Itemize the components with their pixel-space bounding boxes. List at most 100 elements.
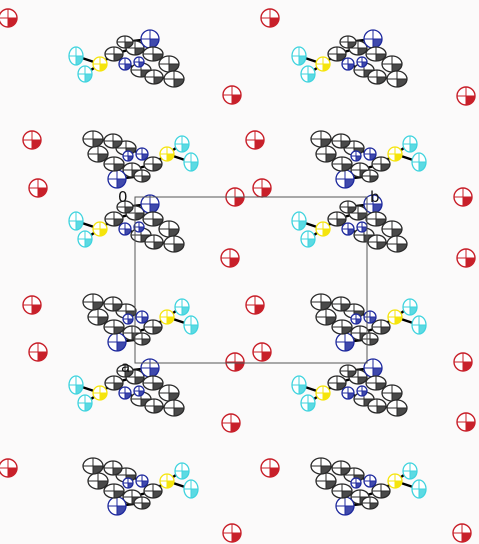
carbon-atom (331, 483, 353, 499)
fluorine-atom (300, 394, 316, 412)
nitrogen-atom (356, 221, 368, 233)
carbon-atom (331, 133, 351, 149)
carbon-atom (367, 234, 387, 250)
nitrogen-atom (363, 29, 383, 49)
fluorine-atom (402, 462, 418, 480)
oxygen-atom (252, 178, 272, 198)
nitrogen-atom (122, 477, 134, 489)
carbon-atom (87, 472, 109, 490)
sulfur-atom (159, 473, 175, 489)
carbon-atom (144, 234, 164, 250)
oxygen-atom (245, 130, 265, 150)
nitrogen-atom (341, 222, 355, 236)
oxygen-atom (456, 86, 476, 106)
fluorine-atom (77, 65, 93, 83)
fluorine-atom (183, 152, 199, 172)
carbon-atom (143, 483, 163, 499)
molecule-2 (68, 194, 185, 253)
molecule-1 (291, 29, 408, 88)
fluorine-atom (77, 394, 93, 412)
molecule-7 (310, 130, 427, 189)
nitrogen-atom (341, 386, 355, 400)
molecule-5 (291, 358, 408, 417)
nitrogen-atom (350, 313, 362, 325)
carbon-atom (381, 384, 403, 402)
carbon-atom (144, 398, 164, 414)
carbon-atom (361, 496, 379, 510)
sulfur-atom (159, 309, 175, 325)
carbon-atom (381, 220, 403, 238)
oxygen-atom (453, 187, 473, 207)
oxygen-atom (222, 523, 242, 543)
carbon-atom (367, 69, 387, 85)
oxygen-atom (260, 458, 280, 478)
fluorine-atom (411, 315, 427, 335)
sulfur-atom (315, 56, 331, 72)
carbon-atom (143, 319, 163, 335)
fluorine-atom (183, 315, 199, 335)
nitrogen-atom (135, 147, 149, 161)
carbon-atom (315, 472, 337, 490)
carbon-atom (158, 384, 180, 402)
carbon-atom (104, 375, 124, 391)
carbon-atom (103, 460, 123, 476)
nitrogen-atom (122, 313, 134, 325)
carbon-atom (365, 211, 387, 227)
oxygen-atom (22, 295, 42, 315)
fluorine-atom (402, 298, 418, 316)
oxygen-atom (245, 295, 265, 315)
carbon-atom (144, 69, 164, 85)
carbon-atom (367, 398, 387, 414)
b-axis-label: b (370, 188, 380, 206)
fluorine-atom (291, 375, 307, 395)
molecule-8 (82, 293, 199, 352)
oxygen-atom (28, 342, 48, 362)
fluorine-atom (291, 211, 307, 231)
oxygen-atom (220, 248, 240, 268)
sulfur-atom (315, 385, 331, 401)
carbon-atom (361, 169, 379, 183)
fluorine-atom (68, 375, 84, 395)
carbon-atom (331, 296, 351, 312)
carbon-atom (339, 364, 357, 378)
nitrogen-atom (122, 150, 134, 162)
nitrogen-atom (133, 385, 145, 397)
carbon-atom (381, 55, 403, 73)
carbon-atom (82, 457, 104, 475)
nitrogen-atom (363, 474, 377, 488)
carbon-atom (87, 308, 109, 326)
carbon-atom (82, 130, 104, 148)
oxygen-atom (456, 248, 476, 268)
nitrogen-atom (135, 310, 149, 324)
oxygen-atom-layer (0, 8, 476, 543)
carbon-atom (371, 319, 391, 335)
nitrogen-atom (363, 147, 377, 161)
carbon-atom (163, 399, 185, 417)
carbon-atom (310, 457, 332, 475)
nitrogen-atom (118, 386, 132, 400)
carbon-atom (339, 200, 357, 214)
oxygen-atom (28, 178, 48, 198)
carbon-atom (163, 235, 185, 253)
nitrogen-atom (118, 57, 132, 71)
oxygen-atom (0, 458, 18, 478)
carbon-atom (331, 460, 351, 476)
carbon-atom (133, 496, 151, 510)
oxygen-atom (0, 8, 18, 28)
nitrogen-atom (107, 332, 127, 352)
nitrogen-atom (135, 474, 149, 488)
fluorine-atom (300, 230, 316, 248)
carbon-atom (315, 308, 337, 326)
nitrogen-atom (341, 57, 355, 71)
carbon-atom (104, 211, 124, 227)
nitrogen-atom (335, 496, 355, 516)
fluorine-atom (68, 211, 84, 231)
carbon-atom (371, 483, 391, 499)
carbon-atom (158, 220, 180, 238)
carbon-atom (143, 156, 163, 172)
nitrogen-atom (140, 194, 160, 214)
oxygen-atom (456, 412, 476, 432)
carbon-atom (327, 375, 347, 391)
nitrogen-atom (335, 332, 355, 352)
